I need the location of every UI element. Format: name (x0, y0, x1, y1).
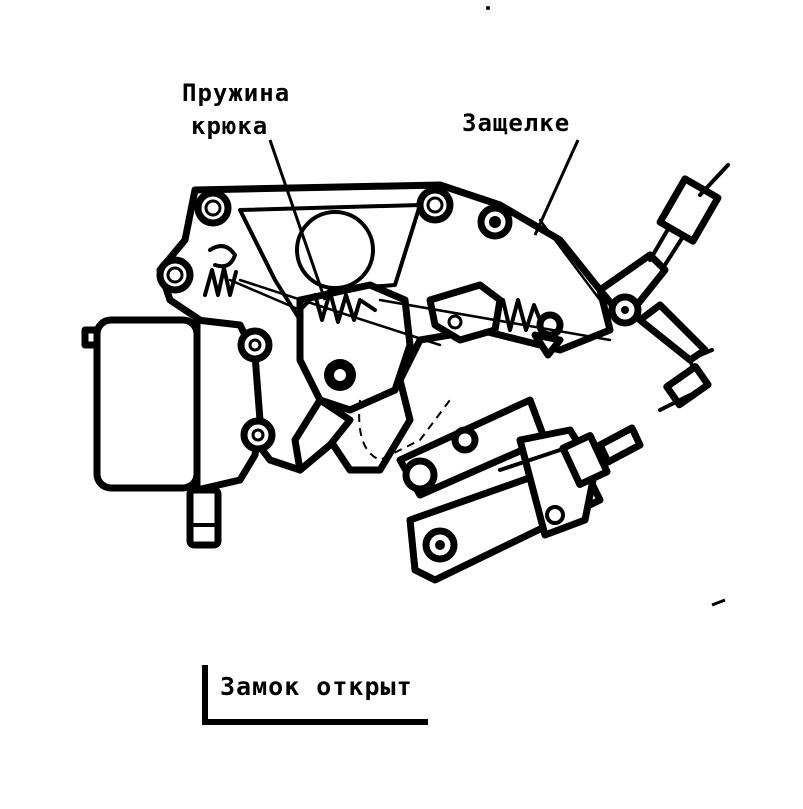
mounting-holes (156, 186, 513, 294)
caption-label: Замок открыт (220, 672, 413, 701)
caption-bracket (202, 665, 428, 725)
left-spring (203, 244, 238, 297)
hook-spring (228, 278, 377, 324)
latch-label: Защелке (462, 109, 571, 137)
latch-lever (426, 281, 504, 344)
hook-spring-label-line2: крюка (191, 112, 269, 140)
switch-assembly (396, 396, 644, 584)
dashed-travel-line (358, 399, 451, 462)
hook-spring-label-line1: Пружина (182, 79, 291, 107)
bracket-round-window (295, 210, 375, 290)
latch-leader (533, 139, 580, 236)
solenoid-body (81, 316, 276, 549)
hook-spring-leader (268, 139, 327, 301)
actuator-rod (596, 163, 730, 412)
hook-arm (291, 396, 354, 474)
